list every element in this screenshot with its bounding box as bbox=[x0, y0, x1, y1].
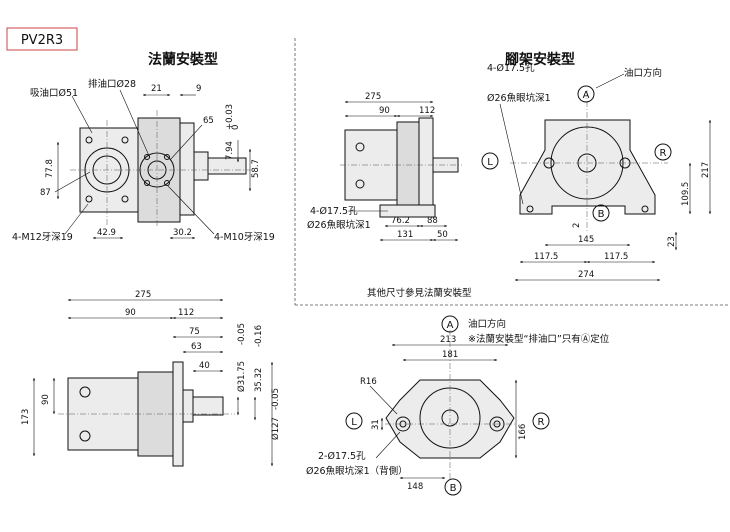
discharge-port-label: 排油口Ø28 bbox=[88, 78, 136, 90]
bolt-left-label: 4-M12牙深19 bbox=[12, 232, 73, 243]
svg-text:42.9: 42.9 bbox=[97, 228, 116, 238]
suction-port-label: 吸油口Ø51 bbox=[30, 87, 78, 99]
flange-mount-view: 法蘭安裝型 21 9 吸油口Ø51 排油口Ø28 65 7.94 + bbox=[12, 51, 275, 243]
svg-text:88: 88 bbox=[427, 216, 438, 226]
svg-text:275: 275 bbox=[135, 290, 151, 300]
svg-text:76.2: 76.2 bbox=[391, 216, 410, 226]
mounting-flange bbox=[179, 122, 195, 216]
svg-text:Ø127: Ø127 bbox=[270, 417, 281, 440]
svg-text:117.5: 117.5 bbox=[534, 252, 558, 262]
svg-text:B: B bbox=[598, 209, 605, 220]
svg-text:PV2R3: PV2R3 bbox=[21, 33, 63, 48]
svg-text:23: 23 bbox=[667, 236, 677, 247]
svg-text:65: 65 bbox=[203, 116, 214, 126]
side-view: 275 90 112 75 63 40 Ø31.75 -0.05 35.32 -… bbox=[21, 290, 281, 467]
svg-text:87: 87 bbox=[40, 188, 51, 198]
front-hole-label: 2-Ø17.5孔 bbox=[318, 451, 366, 462]
svg-text:58.7: 58.7 bbox=[251, 159, 261, 178]
svg-text:35.32: 35.32 bbox=[254, 368, 264, 392]
svg-text:A: A bbox=[583, 90, 590, 101]
svg-text:+0.03: +0.03 bbox=[225, 104, 235, 130]
foot-bracket-front bbox=[519, 119, 656, 215]
svg-text:Ø31.75: Ø31.75 bbox=[236, 361, 247, 392]
front-counterbore-label: Ø26魚眼坑深1（背側） bbox=[306, 465, 408, 477]
svg-text:L: L bbox=[351, 417, 357, 428]
svg-text:213: 213 bbox=[440, 335, 456, 345]
svg-text:21: 21 bbox=[151, 84, 162, 94]
svg-text:148: 148 bbox=[407, 482, 423, 492]
foot-view-note: 其他尺寸參見法蘭安裝型 bbox=[367, 287, 472, 299]
foot-hole-label: 4-Ø17.5孔 bbox=[310, 206, 358, 217]
svg-text:0: 0 bbox=[231, 125, 241, 130]
svg-text:40: 40 bbox=[199, 361, 210, 371]
svg-text:77.8: 77.8 bbox=[45, 159, 55, 178]
foot-counterbore-label: Ø26魚眼坑深1 bbox=[307, 219, 371, 231]
svg-text:A: A bbox=[447, 320, 454, 331]
svg-text:4-Ø17.5孔: 4-Ø17.5孔 bbox=[487, 63, 535, 74]
svg-text:R: R bbox=[538, 417, 545, 428]
svg-text:9: 9 bbox=[196, 84, 201, 94]
svg-text:217: 217 bbox=[701, 162, 711, 178]
svg-text:145: 145 bbox=[578, 235, 594, 245]
svg-text:油口方向: 油口方向 bbox=[624, 67, 662, 79]
svg-text:R: R bbox=[660, 148, 667, 159]
svg-text:90: 90 bbox=[125, 308, 136, 318]
bolt-right-label: 4-M10牙深19 bbox=[214, 232, 275, 243]
svg-text:117.5: 117.5 bbox=[604, 252, 628, 262]
svg-text:-0.16: -0.16 bbox=[254, 325, 264, 347]
svg-text:181: 181 bbox=[442, 350, 458, 360]
svg-text:75: 75 bbox=[189, 327, 200, 337]
flange-view-title: 法蘭安裝型 bbox=[148, 51, 218, 68]
svg-text:31: 31 bbox=[371, 419, 381, 430]
svg-text:274: 274 bbox=[578, 270, 594, 280]
svg-text:112: 112 bbox=[419, 106, 435, 116]
svg-text:30.2: 30.2 bbox=[173, 228, 192, 238]
front-view: A B L R 油口方向 ※法蘭安裝型“排油口”只有Ⓐ定位 213 181 R1… bbox=[306, 315, 610, 496]
svg-text:90: 90 bbox=[41, 394, 51, 405]
svg-text:275: 275 bbox=[365, 92, 381, 102]
svg-text:2: 2 bbox=[572, 223, 582, 228]
svg-text:L: L bbox=[487, 157, 493, 168]
svg-text:173: 173 bbox=[21, 409, 31, 425]
svg-text:131: 131 bbox=[397, 230, 413, 240]
svg-text:166: 166 bbox=[518, 424, 528, 440]
front-view-note: ※法蘭安裝型“排油口”只有Ⓐ定位 bbox=[468, 333, 610, 345]
svg-text:90: 90 bbox=[379, 106, 390, 116]
svg-text:63: 63 bbox=[191, 342, 202, 352]
foot-mount-view: 腳架安裝型 275 90 112 4-Ø17.5孔 Ø26魚眼坑深1 76.2 … bbox=[307, 51, 712, 299]
svg-text:Ø26魚眼坑深1: Ø26魚眼坑深1 bbox=[487, 92, 551, 104]
svg-text:B: B bbox=[450, 483, 457, 494]
svg-text:油口方向: 油口方向 bbox=[468, 318, 506, 330]
svg-text:R16: R16 bbox=[360, 377, 377, 387]
svg-text:-0.05: -0.05 bbox=[237, 323, 247, 345]
foot-view-title: 腳架安裝型 bbox=[505, 51, 575, 68]
svg-text:-0.05: -0.05 bbox=[271, 388, 281, 410]
svg-text:7.94: 7.94 bbox=[225, 141, 235, 160]
svg-text:112: 112 bbox=[178, 308, 194, 318]
svg-text:50: 50 bbox=[437, 230, 448, 240]
model-label: PV2R3 bbox=[6, 27, 78, 51]
svg-text:109.5: 109.5 bbox=[681, 182, 691, 206]
